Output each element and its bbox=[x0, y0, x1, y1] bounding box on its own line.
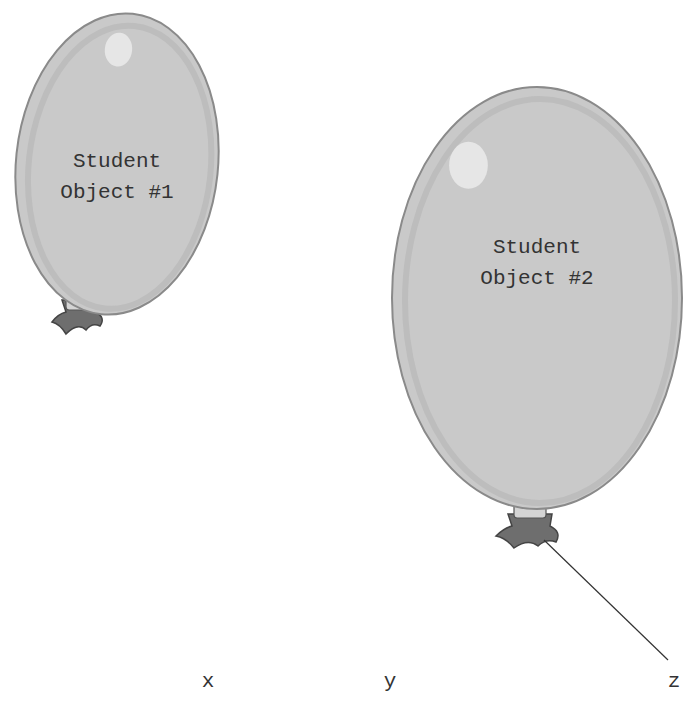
variable-label: y bbox=[384, 670, 397, 693]
leader-line bbox=[544, 540, 668, 660]
node-text-block: Student Object #1 bbox=[12, 146, 222, 208]
variable-label: x bbox=[202, 670, 215, 693]
balloon-node: Student Object #1 bbox=[12, 10, 222, 318]
balloon-label: Student Object #1 bbox=[57, 146, 177, 208]
variable-label: z bbox=[668, 670, 681, 693]
balloon-node: Student Object #2 bbox=[388, 84, 686, 512]
balloon-knot bbox=[496, 504, 558, 548]
balloon-label: Student Object #2 bbox=[477, 232, 597, 294]
balloon-shape bbox=[388, 84, 686, 512]
node-text-block: Student Object #2 bbox=[388, 232, 686, 294]
